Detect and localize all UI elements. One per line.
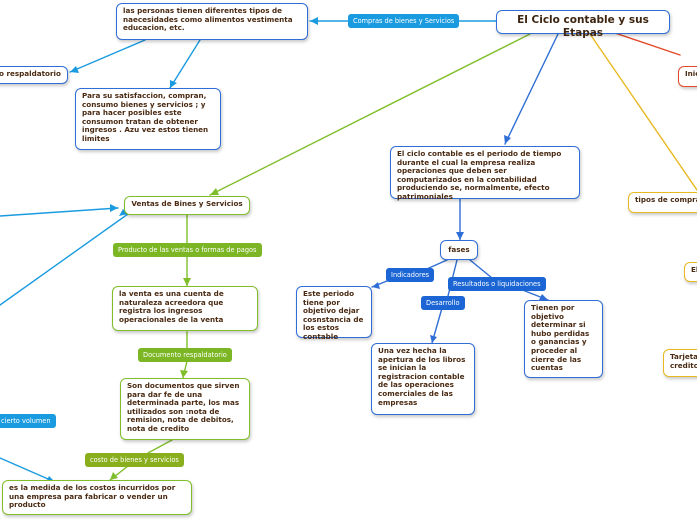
- node-el[interactable]: El: [684, 262, 697, 282]
- arrowhead-left-1: [110, 204, 118, 212]
- arrowhead-apertura: [430, 335, 437, 343]
- edge-root-tipos: [589, 33, 697, 191]
- label-cierto-volumen[interactable]: cierto volumen: [0, 414, 56, 428]
- node-personas[interactable]: las personas tienen diferentes tipos de …: [116, 3, 308, 40]
- node-periodo[interactable]: Este periodo tiene por objetivo dejar co…: [296, 286, 372, 341]
- node-ini[interactable]: Inic: [678, 66, 697, 87]
- edge-root-ciclo: [504, 33, 559, 145]
- label-desarrollo[interactable]: Desarrollo: [421, 296, 465, 310]
- label-indicadores[interactable]: Indicadores: [386, 268, 435, 282]
- arrowhead-venta: [183, 278, 191, 286]
- edge-root-ventas: [209, 33, 531, 196]
- node-ciclo-definicion[interactable]: El ciclo contable es el periodo de tiemp…: [390, 146, 580, 201]
- arrowhead-documentos: [180, 370, 188, 378]
- edge-personas-satisfaccion: [169, 39, 201, 89]
- label-producto-ventas[interactable]: Producto de las ventas o formas de pagos: [113, 243, 262, 257]
- arrowhead-periodo: [372, 282, 380, 289]
- root-topic[interactable]: El Ciclo contable y sus Etapas: [496, 10, 670, 39]
- arrowhead-tienen: [539, 294, 548, 300]
- edge-ventas-left-1: [0, 207, 119, 217]
- arrowhead-satisfaccion: [170, 80, 177, 88]
- node-tarjeta[interactable]: Tarjeta credito: [663, 349, 697, 377]
- arrowhead-personas: [310, 17, 318, 25]
- node-ventas[interactable]: Ventas de Bines y Servicios: [124, 196, 250, 215]
- node-apertura[interactable]: Una vez hecha la apertura de los libros …: [371, 343, 475, 415]
- arrowhead-ventas: [210, 188, 219, 195]
- label-compras[interactable]: Compras de bienes y Servicios: [348, 14, 460, 28]
- arrowhead-fases: [456, 232, 464, 240]
- arrowhead-left-2: [119, 209, 128, 216]
- edge-root-ini: [611, 31, 681, 56]
- root-title: El Ciclo contable y sus Etapas: [517, 14, 649, 39]
- node-fases[interactable]: fases: [440, 240, 478, 260]
- edge-left-costos: [0, 457, 56, 483]
- node-venta-cuenta[interactable]: la venta es una cuenta de naturaleza acr…: [112, 286, 258, 331]
- arrowhead-costos: [110, 472, 118, 480]
- label-resultados[interactable]: Resultados o liquidaciones: [448, 277, 546, 291]
- arrowhead-respaldatorio: [70, 66, 79, 73]
- label-costo[interactable]: costo de bienes y servicios: [85, 453, 184, 467]
- node-tienen-objetivo[interactable]: Tienen por objetivo determinar si hubo p…: [524, 300, 603, 378]
- edge-personas-respaldatorio: [69, 39, 146, 73]
- node-satisfaccion[interactable]: Para su satisfaccion, compran, consumo b…: [75, 88, 221, 150]
- edge-fases-resultados: [469, 259, 493, 279]
- edge-documentos-costo: [147, 439, 173, 454]
- edge-ventas-left-2: [0, 213, 129, 306]
- node-costos[interactable]: es la medida de los costos incurridos po…: [2, 480, 192, 515]
- node-documentos[interactable]: Son documentos que sirven para dar fe de…: [120, 378, 250, 440]
- node-tipos-compra[interactable]: tipos de compra: [628, 192, 697, 213]
- arrowhead-ciclo: [504, 135, 511, 144]
- node-respaldatorio-left[interactable]: o respaldatorio: [0, 66, 68, 84]
- label-documento-respaldatorio[interactable]: Documento respaldatorio: [138, 348, 232, 362]
